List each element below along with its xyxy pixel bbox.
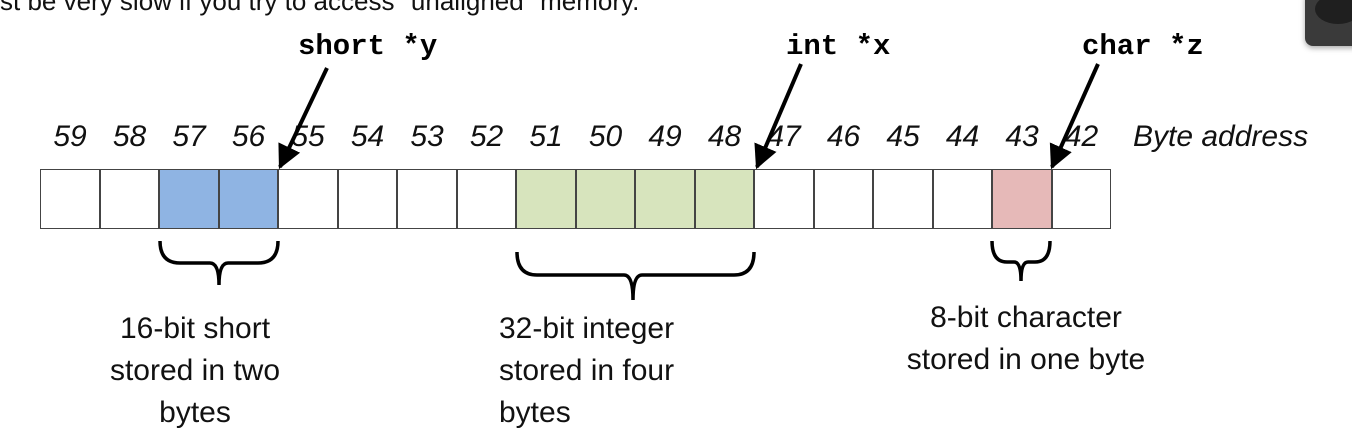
pointer-label-int-x: int *x [786, 30, 891, 63]
memory-cell-49 [635, 169, 695, 229]
memory-cell-57 [159, 169, 219, 229]
memory-cell-56 [218, 169, 278, 229]
brace-char [990, 240, 1052, 282]
memory-cell-47 [754, 169, 814, 229]
memory-cell-51 [516, 169, 576, 229]
caption-int-line-1: 32-bit integer [499, 312, 675, 345]
pointer-label-char-z: char *z [1082, 30, 1204, 63]
memory-cell-45 [873, 169, 933, 229]
memory-cell-46 [813, 169, 873, 229]
caption-char-line-2: stored in one byte [906, 343, 1146, 376]
memory-cell-54 [337, 169, 397, 229]
byte-address-53: 53 [410, 120, 444, 153]
byte-address-43: 43 [1005, 120, 1039, 153]
memory-cell-43 [992, 169, 1052, 229]
byte-address-caption: Byte address [1133, 120, 1309, 153]
caption-int: 32-bit integer stored in four bytes [499, 308, 674, 434]
caption-char-line-1: 8-bit character [930, 301, 1122, 334]
memory-cell-59 [40, 169, 100, 229]
caption-int-line-3: bytes [499, 396, 571, 429]
byte-address-59: 59 [53, 120, 87, 153]
byte-address-49: 49 [648, 120, 682, 153]
caption-short-line-1: 16-bit short [119, 312, 271, 345]
header-text: st be very slow if you try to access "un… [0, 0, 640, 16]
pointer-arrow-short-y [278, 67, 329, 170]
caption-short-line-3: bytes [159, 396, 231, 429]
caption-short: 16-bit short stored in two bytes [90, 308, 300, 434]
memory-cell-48 [694, 169, 754, 229]
byte-address-51: 51 [529, 120, 563, 153]
brace-int [515, 251, 756, 301]
byte-address-57: 57 [172, 120, 206, 153]
memory-cell-58 [99, 169, 159, 229]
caption-char: 8-bit character stored in one byte [880, 297, 1172, 381]
brace-short [158, 240, 280, 286]
memory-cell-42 [1051, 169, 1111, 229]
memory-cell-55 [278, 169, 338, 229]
byte-address-58: 58 [112, 120, 147, 153]
window-control-widget[interactable] [1305, 0, 1352, 46]
byte-address-44: 44 [945, 120, 980, 153]
pointer-label-short-y: short *y [298, 30, 438, 63]
memory-cell-53 [397, 169, 457, 229]
byte-address-56: 56 [231, 120, 266, 153]
byte-address-46: 46 [826, 120, 861, 153]
pointer-arrow-char-z [1049, 63, 1100, 170]
byte-address-54: 54 [350, 120, 385, 153]
byte-address-48: 48 [707, 120, 742, 153]
caption-short-line-2: stored in two [109, 354, 281, 387]
memory-cell-52 [456, 169, 516, 229]
byte-address-50: 50 [588, 120, 623, 153]
byte-address-52: 52 [469, 120, 504, 153]
pointer-arrow-int-x [754, 63, 803, 170]
memory-cell-44 [932, 169, 992, 229]
memory-cell-50 [575, 169, 635, 229]
byte-address-45: 45 [886, 120, 920, 153]
caption-int-line-2: stored in four [499, 354, 675, 387]
